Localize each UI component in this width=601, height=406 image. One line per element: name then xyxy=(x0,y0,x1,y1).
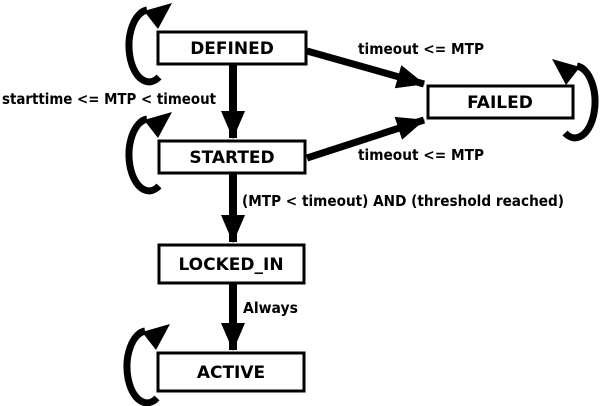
state-failed-box xyxy=(426,84,575,120)
transition-defined-to-failed-arrow xyxy=(306,47,425,89)
state-lockedin-box xyxy=(157,243,306,285)
state-active-box xyxy=(156,351,306,393)
self-loop-failed-arrowhead xyxy=(552,59,580,85)
self-loop-failed-arc xyxy=(562,62,599,142)
self-loop-started-arrowhead xyxy=(144,112,172,138)
state-lockedin-label: LOCKED_IN xyxy=(178,255,283,275)
state-defined-box xyxy=(156,30,308,66)
self-loop-defined-arrowhead xyxy=(144,3,172,29)
state-active-label: ACTIVE xyxy=(197,363,265,383)
transition-started-to-lockedin-label: (MTP < timeout) AND (threshold reached) xyxy=(242,192,564,210)
transition-started-to-failed-label: timeout <= MTP xyxy=(358,146,484,164)
state-defined-label: DEFINED xyxy=(190,39,274,59)
state-started-box xyxy=(157,139,307,175)
self-loop-defined-arc xyxy=(125,6,162,86)
transition-defined-to-started-label: starttime <= MTP < timeout xyxy=(2,90,216,108)
transition-lockedin-to-active-label: Always xyxy=(243,299,298,317)
self-loop-active xyxy=(123,324,170,406)
transition-started-to-failed-arrow xyxy=(305,116,426,162)
transition-defined-to-failed-label: timeout <= MTP xyxy=(358,40,484,58)
self-loop-started-arc xyxy=(125,115,162,195)
self-loop-started xyxy=(125,112,172,195)
self-loop-active-arrowhead xyxy=(142,324,170,350)
self-loop-defined xyxy=(125,3,172,86)
state-started-label: STARTED xyxy=(189,148,274,168)
state-failed-label: FAILED xyxy=(467,93,533,113)
self-loop-failed xyxy=(552,59,599,142)
self-loop-active-arc xyxy=(123,327,160,406)
